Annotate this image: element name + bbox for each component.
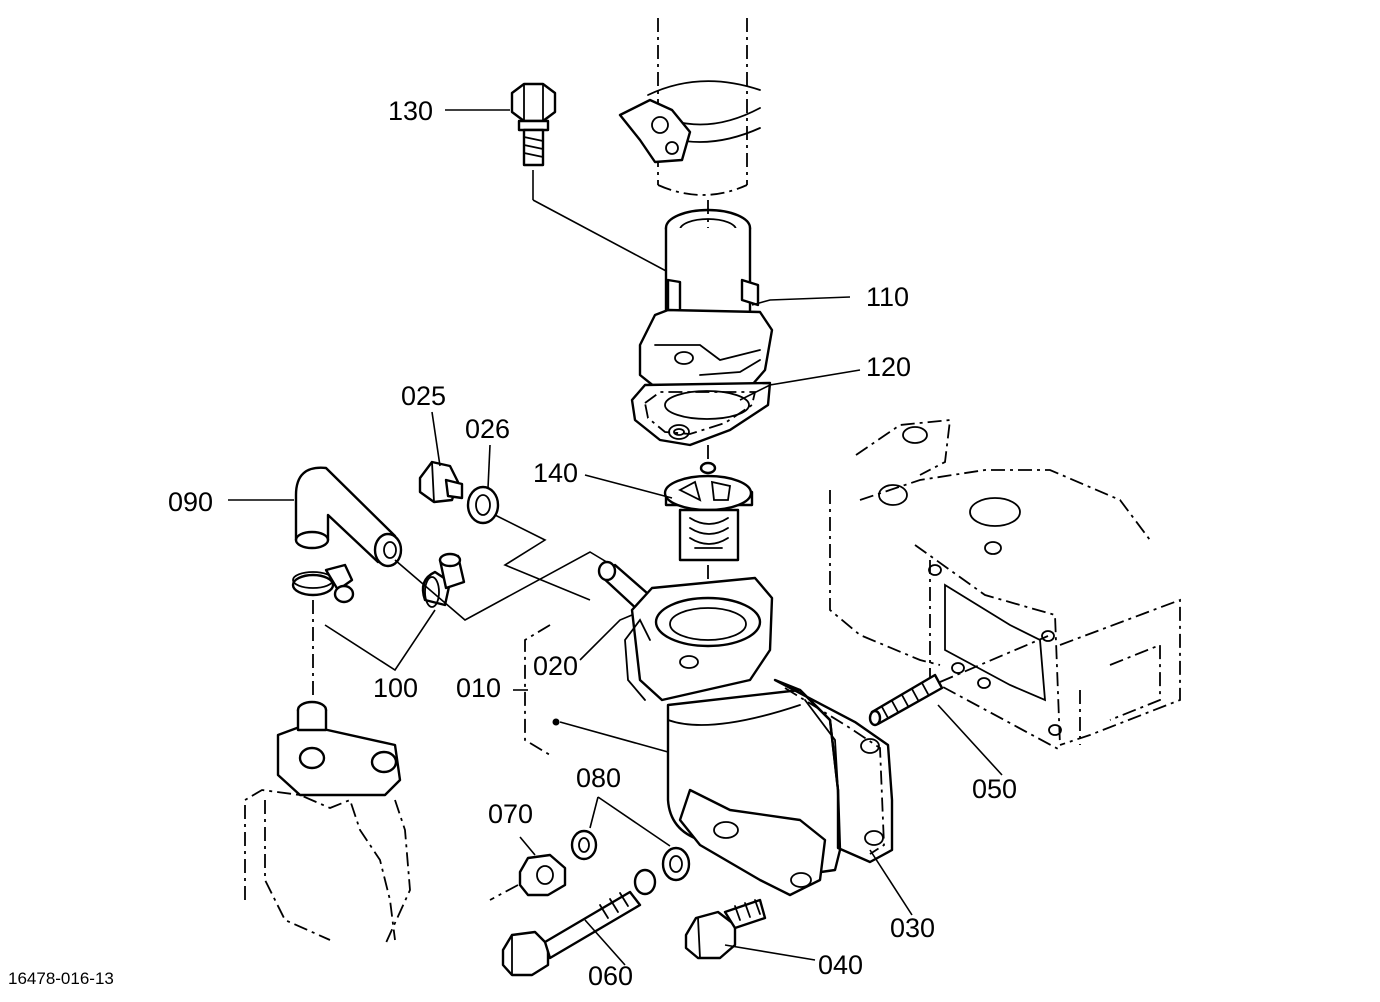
- nut-070: [489, 853, 567, 901]
- label-020: 020: [533, 651, 578, 681]
- bolt-060: [501, 868, 657, 977]
- cylinder-head: [829, 418, 1181, 751]
- bracket-010: [524, 624, 669, 756]
- gasket-030: [773, 678, 894, 864]
- label-140: 140: [533, 458, 578, 488]
- leader-090-chain: [394, 551, 621, 621]
- label-080: 080: [576, 763, 621, 793]
- washer-026: [466, 485, 500, 525]
- label-010: 010: [456, 673, 501, 703]
- label-100: 100: [373, 673, 418, 703]
- stud-050: [868, 635, 1049, 727]
- washer-080-b: [661, 846, 691, 882]
- leader-026-chain: [494, 514, 591, 601]
- plug-025: [418, 460, 464, 504]
- hose-090: [294, 466, 403, 568]
- water-flange-110: [638, 200, 774, 397]
- thermostat-housing-010: [624, 576, 842, 897]
- label-025: 025: [401, 381, 446, 411]
- label-026: 026: [465, 414, 510, 444]
- label-110: 110: [866, 282, 909, 312]
- part-labels: 130 110 120 025 026 140 090 020 010 100 …: [168, 96, 1017, 991]
- label-060: 060: [588, 961, 633, 991]
- thermostat-140: [663, 445, 754, 625]
- label-070: 070: [488, 799, 533, 829]
- label-040: 040: [818, 950, 863, 980]
- washer-080-a: [570, 829, 598, 861]
- label-030: 030: [890, 913, 935, 943]
- label-090: 090: [168, 487, 213, 517]
- drawing-number: 16478-016-13: [8, 969, 114, 988]
- clamp-100-upper: [421, 552, 466, 608]
- engine-block-lower-left: [244, 700, 411, 946]
- label-130: 130: [388, 96, 433, 126]
- bolt-040: [684, 898, 767, 960]
- label-050: 050: [972, 774, 1017, 804]
- upper-hose: [618, 18, 761, 196]
- gasket-120: [630, 381, 772, 447]
- label-120: 120: [866, 352, 911, 382]
- bolt-130: [510, 82, 669, 273]
- leader-lines: [228, 109, 1003, 966]
- clamp-100-lower: [291, 563, 355, 604]
